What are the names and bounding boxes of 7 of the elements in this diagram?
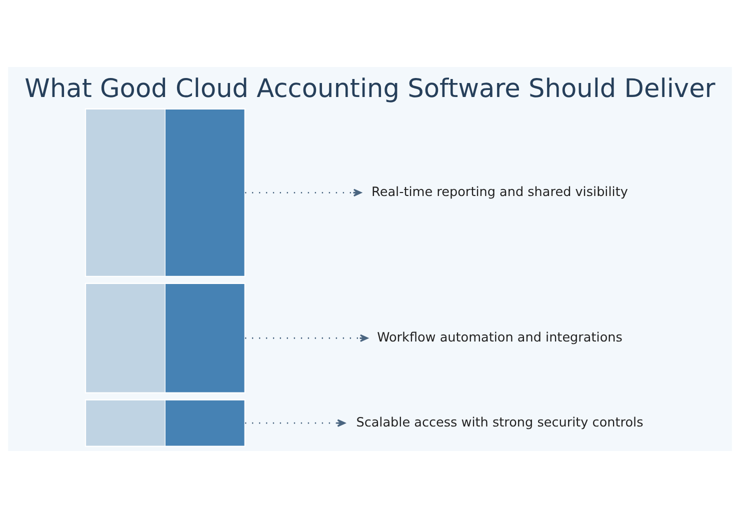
arrow — [245, 418, 346, 426]
node-text: Workflow automation and integrations — [377, 330, 622, 345]
arrow — [245, 188, 362, 196]
node-text: Scalable access with strong security controls — [356, 414, 644, 430]
diagram-title: What Good Cloud Accounting Software Should Deliver — [24, 73, 716, 104]
arrow — [245, 334, 368, 342]
node-text: Real-time reporting and shared visibility — [372, 184, 628, 200]
